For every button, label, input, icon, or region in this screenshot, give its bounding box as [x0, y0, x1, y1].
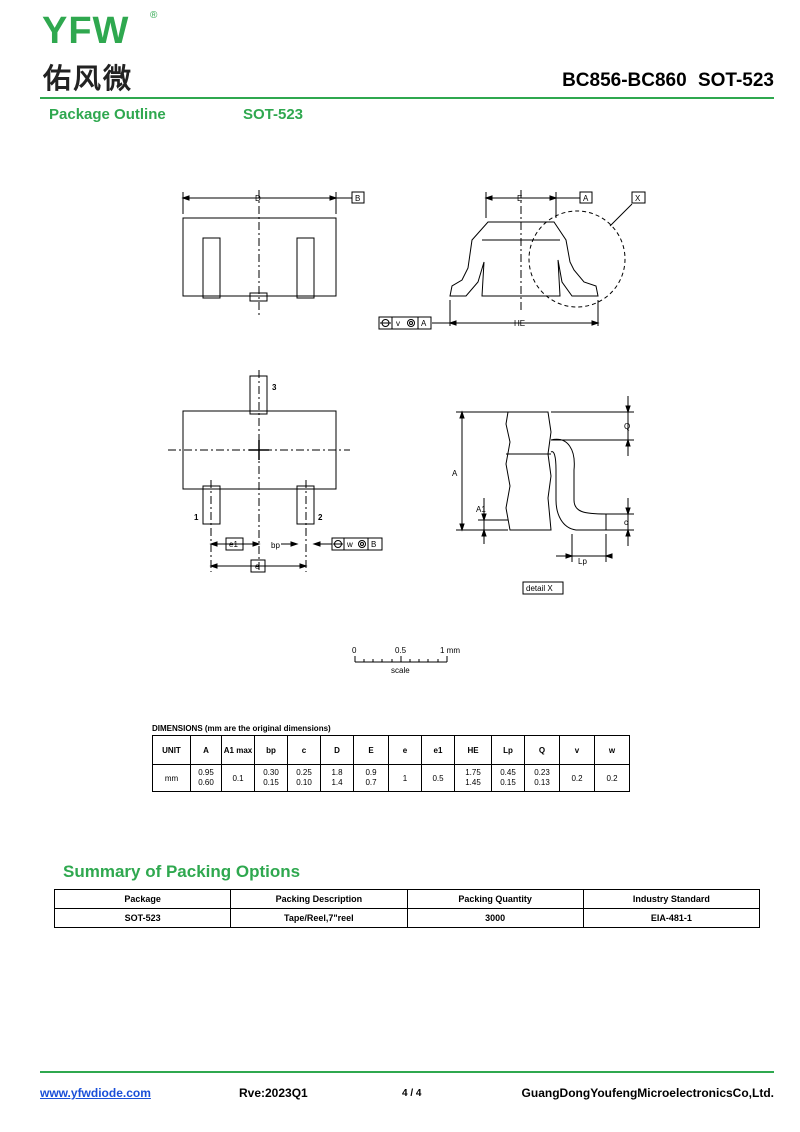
fcf-v-frame: [378, 316, 432, 330]
cell-e1: 0.5: [421, 764, 455, 792]
end-view-body: [449, 221, 599, 297]
cell-unit: mm: [152, 764, 191, 792]
detail-x-box: [631, 191, 646, 204]
dim-label-a-height: A: [452, 469, 458, 478]
col-e-pitch: e: [388, 735, 422, 765]
fcf-w-datum: B: [371, 540, 376, 549]
registered-mark: ®: [150, 10, 158, 21]
dim-label-a1: A1: [476, 505, 486, 514]
package-outline-drawing: D B E A X HE v A 3 1 2 e1 bp e w B Q A A…: [168, 190, 646, 675]
fcf-v-symbol: v: [396, 319, 400, 328]
detail-x-label-box: [522, 581, 564, 595]
col-w: w: [594, 735, 630, 765]
scale-tick-0: 0: [352, 646, 357, 655]
datum-b-box: [351, 191, 365, 204]
footer-divider: [40, 1071, 774, 1073]
dim-label-lp: Lp: [578, 557, 587, 566]
col-a: A: [190, 735, 222, 765]
table-row: SOT-523 Tape/Reel,7"reel 3000 EIA-481-1: [53, 908, 761, 928]
top-view-lead-left: [202, 237, 221, 299]
cell-w: 0.2: [594, 764, 630, 792]
dim-label-q: Q: [624, 422, 630, 431]
detail-x-circle: [528, 210, 626, 308]
detail-x-label: detail X: [526, 584, 553, 593]
pin-2-label: 2: [318, 513, 323, 522]
col-he: HE: [454, 735, 492, 765]
fcf-w-symbol: w: [346, 540, 353, 549]
packing-header-row: Package Packing Description Packing Quan…: [53, 889, 761, 909]
col-q: Q: [524, 735, 560, 765]
dim-label-d: D: [255, 194, 261, 203]
cell-packing-description: Tape/Reel,7"reel: [230, 908, 408, 928]
col-package: Package: [53, 889, 232, 909]
col-unit: UNIT: [152, 735, 191, 765]
dim-label-e-pitch: e: [255, 562, 260, 571]
dim-label-he: HE: [514, 319, 525, 328]
col-c: c: [287, 735, 321, 765]
scale-tick-1mm: 1 mm: [440, 646, 460, 655]
website-link[interactable]: www.yfwdiode.com: [40, 1086, 151, 1100]
cell-package: SOT-523: [53, 908, 232, 928]
detail-x-lead: [550, 438, 607, 531]
dimensions-title: DIMENSIONS (mm are the original dimensio…: [152, 724, 331, 733]
dim-label-e-width: E: [517, 194, 522, 203]
top-view-lead-right: [296, 237, 315, 299]
revision-label: Rve:2023Q1: [239, 1086, 308, 1100]
col-a1: A1 max: [221, 735, 255, 765]
section-title-package-outline: Package Outline: [49, 106, 166, 123]
document-title: BC856-BC860 SOT-523: [562, 70, 774, 91]
col-bp: bp: [254, 735, 288, 765]
cell-v: 0.2: [559, 764, 595, 792]
page-number: 4 / 4: [402, 1088, 422, 1099]
detail-x-ref-label: X: [635, 194, 641, 203]
detail-x-body: [505, 411, 552, 531]
col-e1: e1: [421, 735, 455, 765]
e-box: [250, 559, 266, 573]
packing-options-table: Package Packing Description Packing Quan…: [53, 889, 761, 928]
logo-chinese-name: 佑风微: [43, 62, 134, 95]
datum-a-box: [579, 191, 593, 204]
section-package-name: SOT-523: [243, 106, 304, 123]
datum-b-label: B: [355, 194, 360, 203]
e1-box: [225, 537, 244, 551]
dim-label-bp: bp: [271, 541, 280, 550]
scale-label: scale: [391, 666, 410, 675]
col-packing-quantity: Packing Quantity: [406, 889, 584, 909]
fcf-w-frame: [331, 537, 383, 551]
datum-a-label: A: [583, 194, 589, 203]
fcf-v-datum: A: [421, 319, 427, 328]
pin-3-label: 3: [272, 383, 277, 392]
cell-e-pitch: 1: [388, 764, 422, 792]
dimensions-table: UNIT A A1 max bp c D E e e1 HE Lp Q v w …: [152, 735, 630, 792]
cell-packing-quantity: 3000: [406, 908, 584, 928]
col-packing-description: Packing Description: [230, 889, 408, 909]
cell-industry-standard: EIA-481-1: [582, 908, 761, 928]
dim-label-c: c: [624, 518, 628, 527]
company-name: GuangDongYoufengMicroelectronicsCo,Ltd.: [521, 1086, 774, 1100]
col-d: D: [320, 735, 354, 765]
scale-tick-05: 0.5: [395, 646, 407, 655]
dimensions-header-row: UNIT A A1 max bp c D E e e1 HE Lp Q v w: [152, 735, 630, 765]
dim-label-e1: e1: [229, 540, 238, 549]
cell-a1: 0.1: [221, 764, 255, 792]
section-title-packing-options: Summary of Packing Options: [63, 862, 301, 881]
logo-wordmark: YFW: [42, 10, 130, 52]
col-industry-standard: Industry Standard: [582, 889, 761, 909]
col-v: v: [559, 735, 595, 765]
header-divider: [40, 97, 774, 99]
col-lp: Lp: [491, 735, 525, 765]
col-e: E: [353, 735, 389, 765]
pin-1-label: 1: [194, 513, 199, 522]
